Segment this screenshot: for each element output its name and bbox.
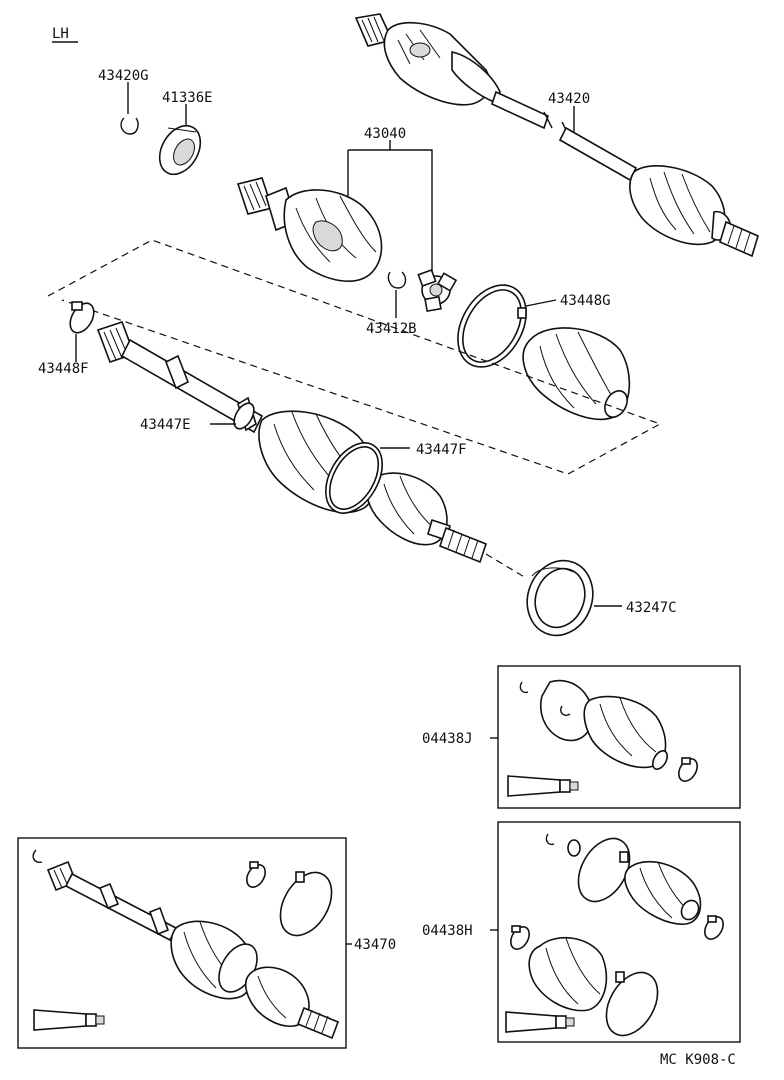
boot-kit-04438H xyxy=(490,821,741,1043)
kit-boundary-dashed xyxy=(47,239,662,475)
label-43448F: 43448F xyxy=(38,361,89,377)
label-43470: 43470 xyxy=(354,937,396,953)
boot-clamp-43447E xyxy=(210,402,255,430)
inboard-joint-43040 xyxy=(236,177,383,282)
label-43247C: 43247C xyxy=(626,600,677,616)
label-43447F: 43447F xyxy=(416,442,467,458)
label-43420G: 43420G xyxy=(98,68,149,84)
inboard-boot xyxy=(522,327,631,421)
label-04438J: 04438J xyxy=(422,731,473,747)
side-label: LH xyxy=(52,26,69,42)
boot-clamp-43448F xyxy=(69,301,95,362)
snap-ring-43420G xyxy=(120,117,139,135)
outboard-shaft-assembly xyxy=(354,13,759,258)
boot-clamp-43447F xyxy=(325,442,410,514)
label-43412B: 43412B xyxy=(366,321,417,337)
dust-seal-43247C xyxy=(485,553,622,637)
boot-kit-04438J xyxy=(490,665,741,809)
drive-shaft-main xyxy=(96,320,487,564)
boot-clamp-43448G xyxy=(457,284,557,368)
label-04438H: 04438H xyxy=(422,923,473,939)
tripod-43040 xyxy=(417,268,458,313)
dust-deflector-41336E xyxy=(158,124,202,176)
diagram-code: MC K908-C xyxy=(660,1052,736,1068)
label-43448G: 43448G xyxy=(560,293,611,309)
snap-ring-43412B xyxy=(387,271,407,289)
label-43420: 43420 xyxy=(548,91,590,107)
label-43040: 43040 xyxy=(364,126,406,142)
shaft-assembly-43470 xyxy=(17,837,352,1049)
label-41336E: 41336E xyxy=(162,90,213,106)
leader-43040 xyxy=(347,140,433,272)
label-43447E: 43447E xyxy=(140,417,191,433)
